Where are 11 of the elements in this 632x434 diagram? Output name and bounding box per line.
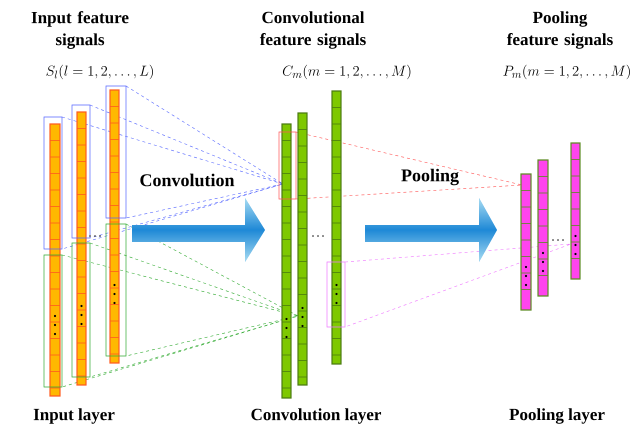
heading: Pooling feature signals [506,11,613,49]
layer-label: Input layer [34,408,114,424]
formula: $S_{l}(l = 1, 2, \ldots, L)$ [46,64,153,80]
layer-label: Pooling layer [509,408,605,424]
arrow-label: Pooling [401,168,459,186]
formula: $P_{m}(m = 1, 2, \ldots, M)$ [503,64,630,80]
heading: Convolutional feature signals [260,11,366,49]
heading: Input feature signals [32,11,129,49]
arrow-label: Convolution [140,174,234,186]
layer-label: Convolution layer [251,408,382,424]
formula: $C_{m}(m = 1, 2, \ldots, M)$ [282,64,410,80]
